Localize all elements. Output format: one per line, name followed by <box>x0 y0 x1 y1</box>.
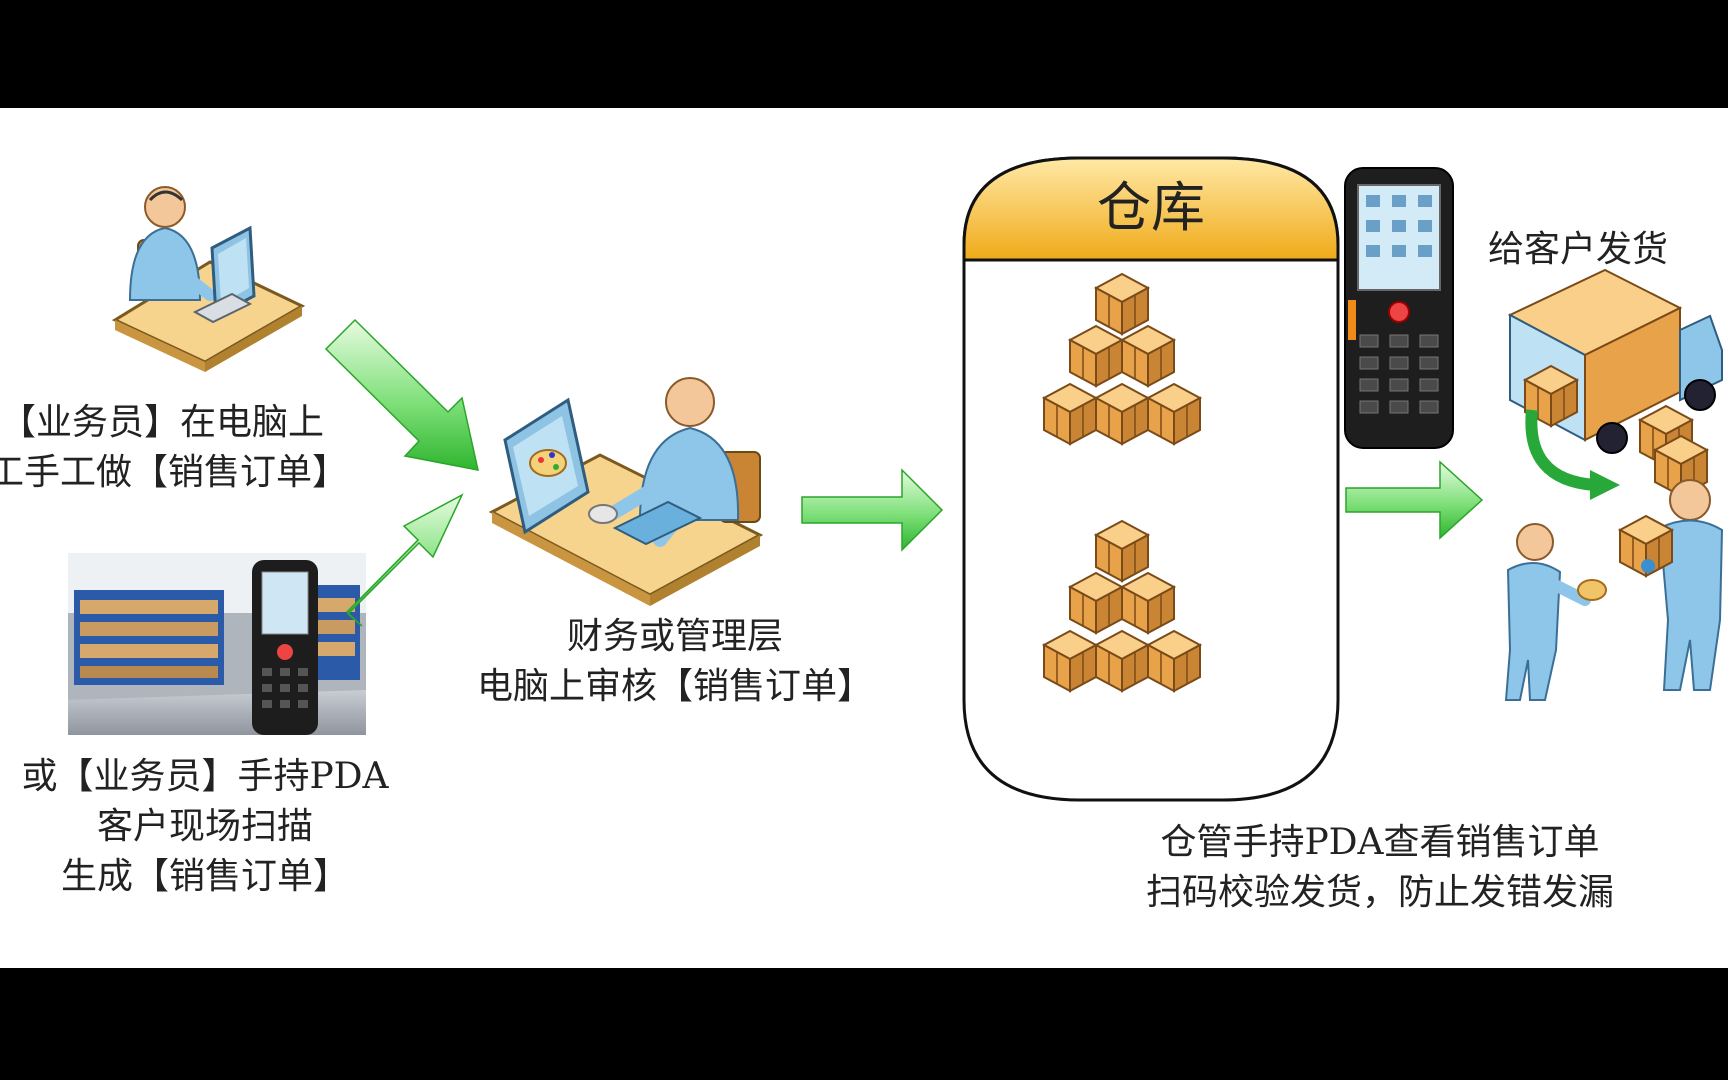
warehouse-photo <box>68 553 366 735</box>
warehouse-label-line1: 仓管手持PDA查看销售订单 <box>1160 822 1600 863</box>
warehouse-label-line2: 扫码校验发货，防止发错发漏 <box>1145 872 1614 913</box>
arrow-warehouse-to-delivery <box>1345 460 1484 540</box>
bottom-letterbox <box>0 968 1728 1080</box>
top-letterbox <box>0 0 1728 108</box>
clerk-pda-label-line2: 客户现场扫描 <box>96 806 313 847</box>
clerk-computer-icon <box>111 186 306 372</box>
clerk-pc-label-line1: 【业务员】在电脑上 <box>0 402 325 443</box>
ship-title: 给客户发货 <box>1488 229 1669 270</box>
pda-device-icon <box>1344 167 1454 449</box>
clerk-pda-label-line1: 或【业务员】手持PDA <box>21 756 389 797</box>
review-label-line1: 财务或管理层 <box>566 616 783 657</box>
delivery-truck-icon <box>1507 268 1723 454</box>
customer-person-icon <box>1504 523 1607 701</box>
arrow-clerk-to-review <box>324 318 479 471</box>
clerk-pc-label-line2: 工手工做【销售订单】 <box>0 452 349 493</box>
warehouse-container <box>962 156 1340 802</box>
arrow-review-to-warehouse <box>801 468 944 552</box>
review-label-line2: 电脑上审核【销售订单】 <box>476 666 873 707</box>
courier-person-icon <box>1619 479 1724 691</box>
clerk-pda-label-line3: 生成【销售订单】 <box>60 856 349 897</box>
curved-arrow-icon <box>1525 409 1620 500</box>
warehouse-title: 仓库 <box>1097 176 1205 239</box>
reviewer-computer-icon <box>488 377 764 606</box>
arrow-pda-to-review <box>345 493 464 627</box>
